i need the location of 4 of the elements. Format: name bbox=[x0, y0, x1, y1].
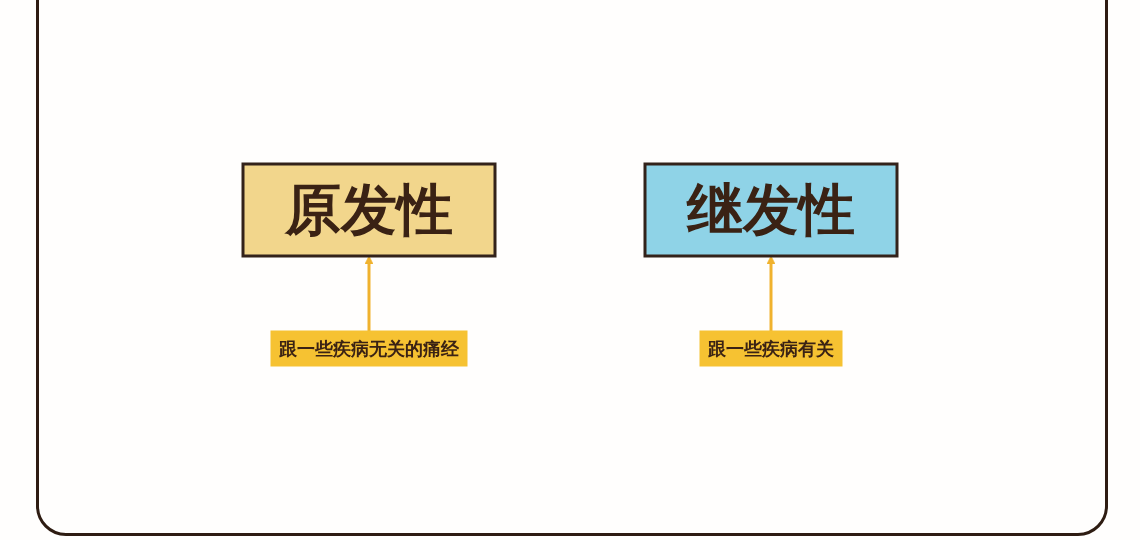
node-box: 跟一些疾病无关的痛经 bbox=[270, 330, 468, 367]
node-box: 继发性 bbox=[643, 162, 899, 258]
node-box: 原发性 bbox=[241, 162, 497, 258]
node-box: 跟一些疾病有关 bbox=[699, 330, 843, 367]
